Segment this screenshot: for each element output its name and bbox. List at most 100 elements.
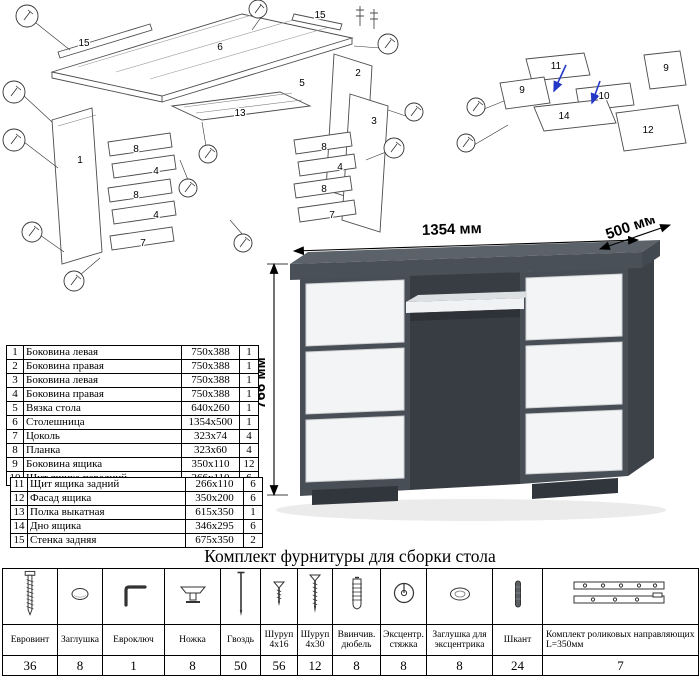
floor-shadow	[276, 499, 666, 521]
part-qty: 4	[239, 429, 259, 444]
hardware-qty: 24	[492, 655, 543, 676]
drawer-slides-icon	[573, 581, 664, 604]
part-num: 11	[10, 477, 28, 492]
part-num: 13	[10, 505, 28, 520]
part-qty: 6	[243, 519, 263, 534]
svg-text:8: 8	[133, 190, 139, 201]
hardware-qty: 8	[57, 655, 103, 676]
hardware-qty: 1	[102, 655, 165, 676]
svg-text:2: 2	[355, 68, 361, 79]
part-size: 750x388	[181, 387, 240, 402]
euro-screw-icon	[24, 570, 36, 616]
svg-text:11: 11	[551, 61, 562, 72]
part-num: 14	[10, 519, 28, 534]
plinth-right	[532, 478, 618, 499]
part-qty: 2	[243, 533, 263, 548]
part-size: 615x350	[185, 505, 244, 520]
exploded-assembly-diagram: 15 6 15 2 5 13 1 8 4 8 4 7 3 8 4 8 7	[2, 0, 424, 292]
part-name: Планка	[23, 443, 182, 458]
drawer-hardware-callouts	[456, 97, 509, 153]
svg-text:8: 8	[321, 142, 327, 153]
depth-dimension-label: 500 мм	[603, 218, 657, 243]
svg-text:6: 6	[217, 42, 223, 53]
part-name: Фасад ящика	[27, 491, 186, 506]
svg-text:14: 14	[558, 111, 570, 122]
part-name: Боковина правая	[23, 359, 182, 374]
part-qty: 6	[243, 477, 263, 492]
part-size: 350x110	[181, 457, 240, 472]
part-name: Полка выкатная	[27, 505, 186, 520]
part-num: 2	[6, 359, 24, 374]
part-num: 9	[6, 457, 24, 472]
hardware-name: Эксцентр. стяжка	[380, 624, 427, 656]
hardware-name: Комплект роликовых направляющих L=350мм	[542, 624, 699, 656]
svg-text:8: 8	[133, 144, 139, 155]
desk-body	[290, 240, 660, 505]
part-qty: 1	[239, 373, 259, 388]
wood-dowel-icon	[514, 580, 521, 608]
part-size: 266x110	[185, 477, 244, 492]
hardware-callout-circles	[2, 0, 424, 292]
part-num: 8	[6, 443, 24, 458]
hardware-qty: 36	[2, 655, 58, 676]
screw-short-icon	[272, 581, 286, 606]
part-num: 6	[6, 415, 24, 430]
hardware-name: Заглушка для эксцентрика	[426, 624, 493, 656]
drawers-left	[305, 279, 405, 483]
part-name: Боковина левая	[23, 345, 182, 360]
part-name: Дно ящика	[27, 519, 186, 534]
svg-text:1: 1	[77, 155, 83, 166]
hardware-name: Шуруп 4x30	[297, 624, 333, 656]
hardware-qty: 7	[542, 655, 699, 676]
plinth-left	[312, 486, 398, 505]
part-name: Столешница	[23, 415, 182, 430]
hardware-table: Евровинт Заглушка Евроключ Ножка Гвоздь …	[2, 568, 699, 676]
desk-parts-wireframe	[50, 6, 389, 265]
hardware-names-row: Евровинт Заглушка Евроключ Ножка Гвоздь …	[2, 624, 699, 656]
svg-text:7: 7	[329, 210, 335, 221]
height-dimension-label: 766 мм	[256, 357, 269, 408]
part-num: 5	[6, 401, 24, 416]
svg-text:4: 4	[153, 166, 159, 177]
hardware-kit-title: Комплект фурнитуры для сборки стола	[204, 546, 496, 566]
hardware-qty: 12	[297, 655, 333, 676]
desk-render: 1354 мм 500 мм 766 мм	[256, 218, 672, 521]
svg-text:4: 4	[153, 210, 159, 221]
hardware-name: Ввинчив. дюбель	[332, 624, 381, 656]
drawer-diagram-callouts: 11 9 9 10 14 12	[518, 60, 671, 138]
cam-lock-icon	[393, 582, 414, 604]
svg-text:8: 8	[321, 184, 327, 195]
plug-icon	[71, 588, 89, 600]
part-qty: 1	[239, 387, 259, 402]
part-num: 7	[6, 429, 24, 444]
part-name: Щит ящика задний	[27, 477, 186, 492]
part-qty: 4	[239, 443, 259, 458]
screw-long-icon	[308, 574, 322, 613]
hardware-qty: 50	[220, 655, 261, 676]
width-dimension-label: 1354 мм	[422, 220, 482, 239]
part-name: Боковина правая	[23, 387, 182, 402]
main-diagram-callouts: 15 6 15 2 5 13 1 8 4 8 4 7 3 8 4 8 7	[76, 9, 379, 251]
svg-text:9: 9	[519, 85, 525, 96]
part-num: 12	[10, 491, 28, 506]
hardware-qty: 8	[332, 655, 381, 676]
part-name: Боковина левая	[23, 373, 182, 388]
hardware-qty-row: 36 8 1 8 50 56 12 8 8 8 24 7	[2, 655, 699, 676]
drawer-exploded-diagram: 11 9 9 10 14 12	[456, 50, 687, 153]
hex-key-icon	[123, 585, 147, 607]
svg-text:9: 9	[663, 63, 669, 74]
